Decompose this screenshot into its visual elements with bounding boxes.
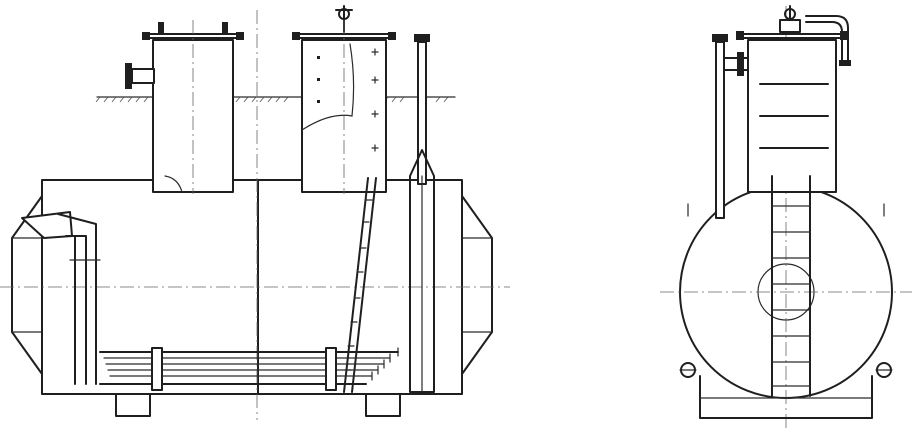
end-ladder <box>771 175 811 397</box>
end-riser <box>736 5 851 193</box>
support-saddles <box>115 393 401 417</box>
ground-line <box>95 96 456 103</box>
vent-pipe <box>409 34 435 393</box>
end-lugs <box>679 203 893 378</box>
end-side-pipe <box>712 34 749 219</box>
riser-left <box>125 20 244 194</box>
riser-right <box>292 5 396 194</box>
end-support <box>699 375 873 419</box>
inlet-elbow <box>21 211 101 385</box>
riser-fastener-marks <box>317 48 379 152</box>
internal-ladder <box>343 177 377 393</box>
side-elevation-view <box>0 5 510 420</box>
heating-coil <box>99 347 399 391</box>
end-elevation-view <box>660 5 912 428</box>
